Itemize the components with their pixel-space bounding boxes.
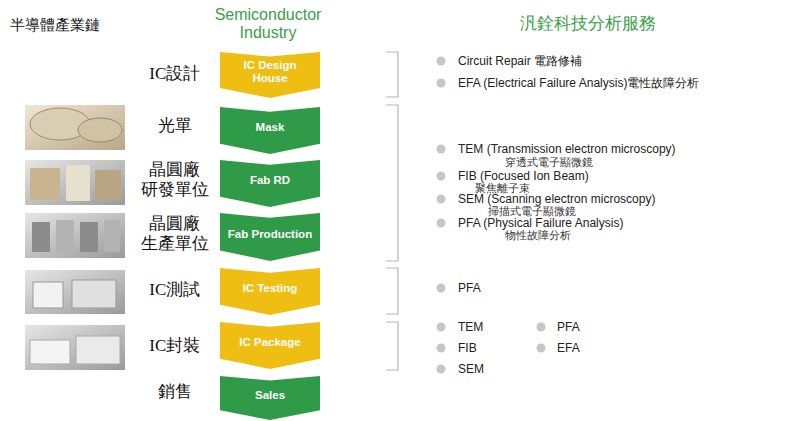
translation-text: 物性故障分析	[505, 229, 571, 242]
service-item: EFA (Electrical Failure Analysis)電性故障分析	[458, 76, 699, 90]
service-item: 半導體產業鏈	[10, 16, 100, 34]
service-item: 汎銓科技分析服務	[520, 14, 656, 34]
title: Semiconductor Industry	[188, 6, 348, 43]
stage-chevron: Sales	[220, 376, 320, 420]
service-item: EFA	[557, 341, 580, 355]
translation-text: 穿透式電子顯微鏡	[505, 156, 593, 169]
stage-label: IC封裝	[140, 336, 210, 356]
service-item: SEM (Scanning electron microscopy)	[458, 192, 655, 206]
service-item: PFA	[458, 281, 481, 295]
stage-label: IC測試	[140, 280, 210, 300]
stage-name: Fab RD	[226, 174, 314, 187]
stage-chevron: Fab RD	[220, 160, 320, 207]
photo-fab-rd	[25, 160, 125, 205]
stage-name: IC Testing	[226, 282, 314, 295]
photo-mask	[25, 105, 125, 150]
service-item: TEM	[458, 320, 483, 334]
stage-label: 晶圓廠 研發單位	[140, 160, 210, 201]
stage-name: Sales	[226, 389, 314, 402]
stage-chevron: IC Testing	[220, 268, 320, 315]
stage-chevron: Fab Production	[220, 213, 320, 261]
service-item: SEM	[458, 362, 484, 376]
stage-name: IC Design House	[226, 59, 314, 85]
service-item: PFA	[557, 320, 580, 334]
stage-label: IC設計	[140, 64, 210, 84]
stage-chevron: Mask	[220, 107, 320, 154]
stage-label: 晶圓廠 生產單位	[140, 214, 210, 255]
service-item: FIB (Focused Ion Beam)	[458, 169, 589, 183]
photo-ic-testing	[25, 270, 125, 314]
service-item: PFA (Physical Failure Analysis)	[458, 216, 623, 230]
stage-name: Mask	[226, 121, 314, 134]
stage-name: Fab Production	[226, 228, 314, 241]
photo-fab-production	[25, 213, 125, 258]
stage-label: 光單	[140, 116, 210, 136]
service-item: FIB	[458, 341, 477, 355]
bracket	[386, 52, 398, 370]
service-item: TEM (Transmission electron microscopy)	[458, 142, 676, 156]
stage-chevron: IC Design House	[220, 52, 320, 98]
stage-name: IC Package	[226, 336, 314, 349]
service-item: Circuit Repair 電路修補	[458, 54, 582, 68]
stage-chevron: IC Package	[220, 322, 320, 369]
stage-label: 銷售	[140, 382, 210, 402]
photo-ic-package	[25, 325, 125, 370]
